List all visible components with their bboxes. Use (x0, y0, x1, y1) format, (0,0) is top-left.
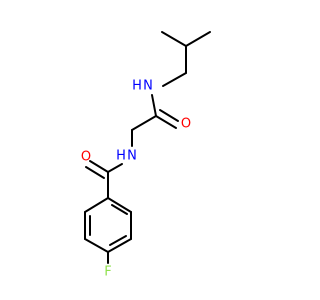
bond-isobutyl-methyl-b (185, 31, 211, 47)
ring-double-1 (111, 204, 128, 215)
bond-nh-benzoyl (107, 163, 123, 173)
amide-n-label: N (127, 149, 137, 164)
molecule-structure: N H O N H O F (81, 31, 211, 280)
ring-double-2 (109, 235, 127, 246)
bond-benzoyl-o-1 (89, 160, 109, 173)
bond-benzoyl-o-2 (85, 166, 105, 179)
amine-h-label: H (132, 79, 142, 94)
fluorine-label: F (104, 265, 111, 280)
bond-carbonyl-o-upper-1 (155, 115, 177, 129)
bond-carbonyl-o-upper-2 (159, 109, 179, 122)
carbonyl-o-lower-label: O (81, 150, 91, 165)
bond-ch2-nh (162, 72, 187, 87)
carbonyl-o-upper-label: O (181, 117, 191, 132)
amide-h-label: H (116, 149, 126, 164)
ring-bond-6 (84, 197, 109, 213)
bond-carbonyl-ch2 (131, 115, 157, 131)
ring-bond-4 (84, 238, 109, 253)
ring-bond-1 (107, 197, 132, 213)
ring-bond-3 (107, 238, 132, 253)
bond-isobutyl-methyl-a (161, 31, 187, 47)
molecule-canvas: N H O N H O F (81, 31, 211, 280)
bond-nh-carbonyl (151, 94, 157, 117)
amine-n-label: N (143, 79, 153, 94)
